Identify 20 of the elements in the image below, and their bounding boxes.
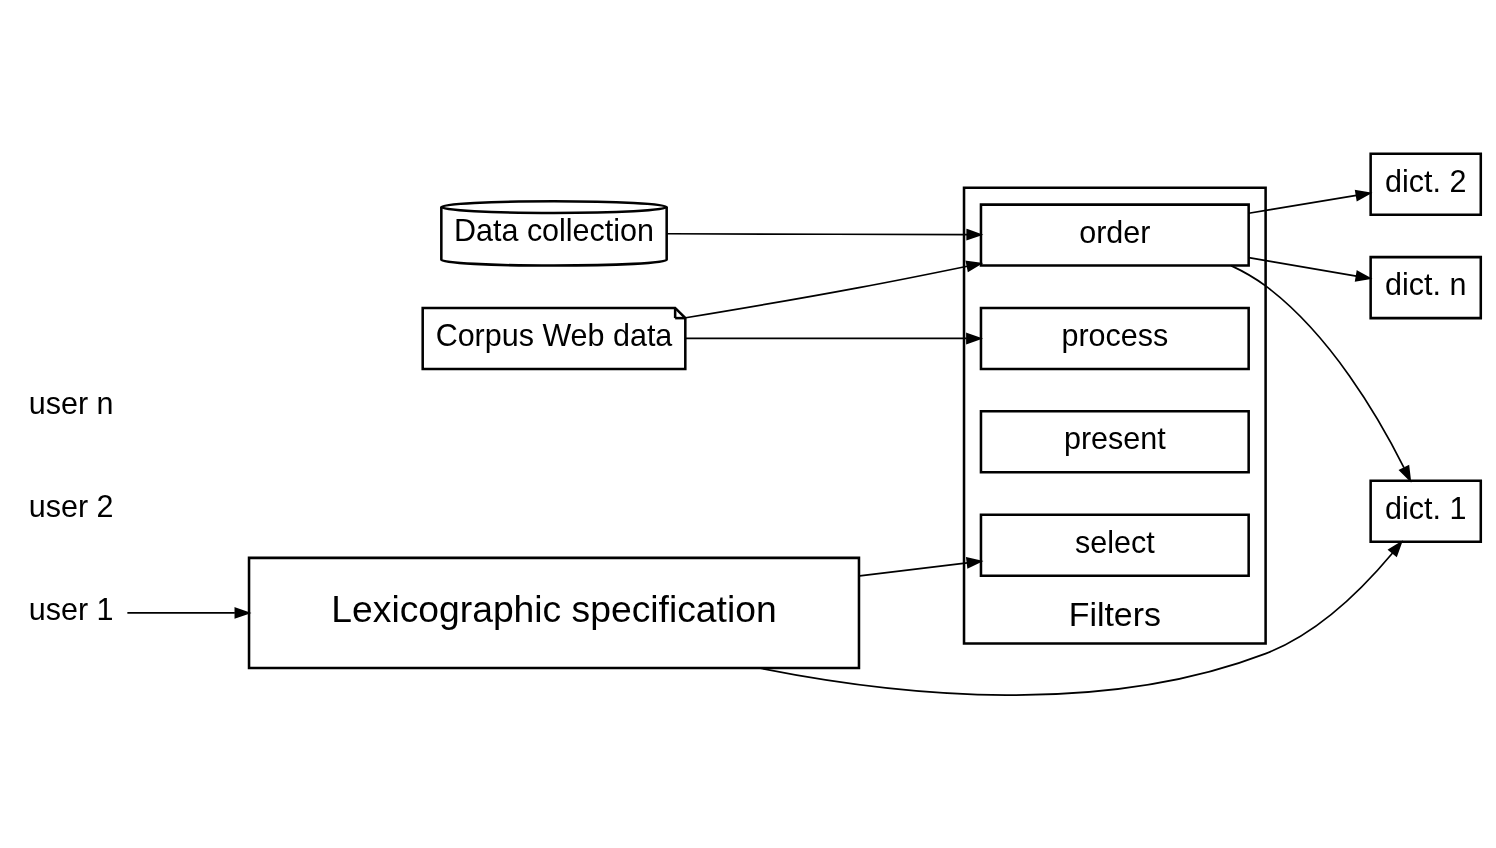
node-box: process: [979, 306, 1250, 370]
node-box: dict. 1: [1369, 479, 1483, 543]
node-box: order: [979, 202, 1250, 267]
node-box: Lexicographic specification: [247, 556, 861, 669]
arrow: [684, 260, 984, 319]
node-text: user n: [28, 385, 114, 420]
arrow: [1247, 189, 1373, 214]
node-box: dict. 2: [1369, 152, 1483, 216]
arrow: [758, 539, 1403, 696]
node-box: present: [979, 409, 1250, 474]
arrow: [666, 228, 984, 241]
arrow: [126, 606, 252, 619]
node-text: user 2: [28, 488, 114, 523]
arrow: [1247, 256, 1373, 282]
arrow: [684, 332, 984, 344]
arrow: [1230, 264, 1412, 483]
node-box: dict. n: [1369, 255, 1483, 319]
arrow: [858, 556, 984, 577]
node-text: user 1: [28, 591, 114, 626]
node-box: select: [979, 512, 1250, 577]
